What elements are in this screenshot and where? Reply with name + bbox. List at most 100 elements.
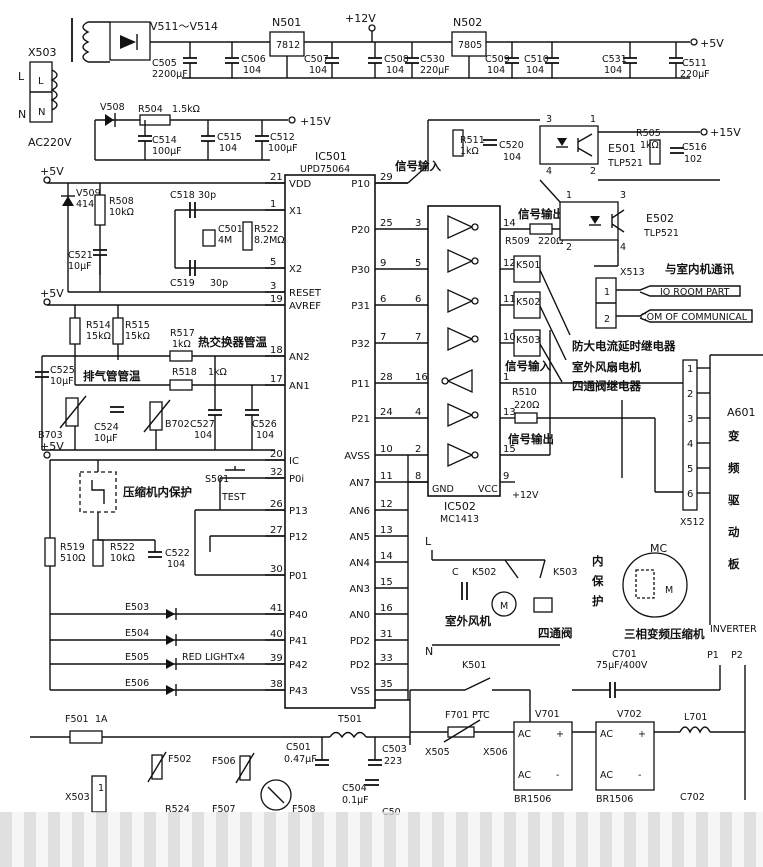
ic502-gnd: GND [432, 484, 454, 495]
ic502-pin-right-13: 13 [503, 407, 516, 418]
r522b-value: 10kΩ [110, 553, 135, 564]
f507-label: F507 [212, 804, 236, 815]
mcu-pin-name-an7: AN7 [349, 478, 370, 489]
outdoor-fan-label-2: 室外风机 [445, 614, 491, 628]
c521-label: C521 [68, 250, 93, 261]
mcu-pin-num-11: 11 [380, 471, 393, 482]
mcu-pin-name-an5: AN5 [349, 532, 370, 543]
s501-label: S501 [205, 474, 229, 485]
r522-label: R522 [254, 224, 279, 235]
led-e506 [166, 685, 175, 695]
f501-value: 1A [95, 714, 108, 725]
mcu-pin-num-17: 17 [270, 374, 283, 385]
mcu-pin-name-pd2: PD2 [350, 660, 370, 671]
x512-pin-2: 2 [687, 389, 693, 400]
thermistor-b703 [65, 397, 79, 427]
c530-label: C530 [420, 54, 445, 65]
c519-label: C519 [170, 278, 195, 289]
delay-relay-label: 防大电流延时继电器 [572, 339, 676, 353]
thermistor-section: +5V R514 15kΩ R515 15kΩ R517 1kΩ 热交换器管温 … [35, 287, 285, 451]
protection-test-led-section: +5V 压缩机内保护 S501 TEST R519 510Ω R522 10kΩ… [40, 440, 285, 696]
mcu-pin-num-9: 9 [380, 258, 386, 269]
mcu-pin-num-32: 32 [270, 467, 283, 478]
svg-text:1: 1 [604, 287, 610, 298]
v702-minus: - [638, 770, 641, 781]
io-room-wire [616, 285, 741, 297]
c524-value: 10μF [94, 433, 118, 444]
c527-label: C527 [190, 419, 215, 430]
mcu-pin-name-an1: AN1 [289, 381, 310, 392]
c518-value: 30p [198, 190, 216, 201]
compressor-label: 三相变频压缩机 [624, 627, 705, 641]
mcu-pin-name-p32: P32 [351, 339, 370, 350]
ic502-pin-left-7: 7 [415, 332, 421, 343]
c505-value: 2200μF [152, 69, 188, 80]
mcu-pin-num-19: 19 [270, 294, 283, 305]
c525-value: 10μF [50, 376, 74, 387]
c508-label: C508 [384, 54, 409, 65]
mcu-pin-num-15: 15 [380, 577, 393, 588]
c515-value: 104 [219, 143, 237, 154]
v702-ac2: AC [600, 770, 613, 781]
reg-7812-label: 7812 [276, 40, 300, 51]
ic501-part: UPD75064 [300, 164, 350, 175]
c508-value: 104 [386, 65, 404, 76]
mcu-pin-num-18: 18 [270, 345, 283, 356]
mcu-pin-name-an0: AN0 [349, 610, 370, 621]
v508-label: V508 [100, 102, 125, 113]
c520-value: 104 [503, 152, 521, 163]
signal-input-label-top: 信号输入 [395, 159, 441, 173]
c507-label: C507 [304, 54, 329, 65]
r515-resistor [112, 317, 124, 345]
c514-value: 100μF [152, 146, 182, 157]
v701-minus: - [556, 770, 559, 781]
mcu-pin-name-p40: P40 [289, 610, 308, 621]
c501-xtal-value: 4M [218, 235, 232, 246]
mcu-pin-num-40: 40 [270, 629, 283, 640]
c520-label: C520 [499, 140, 524, 151]
c527-value: 104 [194, 430, 212, 441]
x503-bottom-connector [91, 775, 107, 813]
c522-label: C522 [165, 548, 190, 559]
l701-label: L701 [684, 712, 707, 723]
b703-label: B703 [38, 430, 63, 441]
outdoor-fan-motor [491, 591, 517, 617]
n501-label: N501 [272, 16, 301, 29]
mcu-pin-name-p30: P30 [351, 265, 370, 276]
r508-value: 10kΩ [109, 207, 134, 218]
mcu-pin-num-41: 41 [270, 603, 283, 614]
c501-filter-value: 0.47μF [284, 754, 317, 765]
crystal-c501 [202, 229, 216, 247]
c507-value: 104 [309, 65, 327, 76]
mcu-pin-num-13: 13 [380, 525, 393, 536]
v702-ac1: AC [600, 729, 613, 740]
k503-coil-label: K503 [516, 335, 540, 346]
ic502-pin-left-4: 4 [415, 407, 421, 418]
mcu-pin-num-10: 10 [380, 444, 393, 455]
c521-value: 10μF [68, 261, 92, 272]
plus5v-c-label: +5V [40, 440, 64, 453]
f502-label: F502 [168, 754, 192, 765]
board-label-char-0: 变 [728, 429, 740, 443]
board-label-char-2: 驱 [728, 493, 740, 507]
r509-resistor [529, 223, 553, 235]
mains-n-label: N [18, 108, 26, 121]
x503-pin-n: N [38, 107, 45, 118]
mcu-pin-name-an6: AN6 [349, 506, 370, 517]
opto-plus15-label: +15V [710, 126, 741, 139]
ic502-pin-left-5: 5 [415, 258, 421, 269]
e502-label: E502 [646, 212, 674, 225]
r505-resistor [649, 139, 661, 165]
svg-text:2: 2 [604, 314, 610, 325]
c510-label: C510 [524, 54, 549, 65]
r514-resistor [69, 317, 81, 345]
r522b-label: R522 [110, 542, 135, 553]
r508-resistor [94, 194, 106, 226]
com-communical-label: COM OF COMMUNICAL [640, 312, 748, 323]
compressor-m: M [665, 585, 673, 596]
r515-value: 15kΩ [125, 331, 150, 342]
led-e504 [166, 635, 175, 645]
plus5v-a-label: +5V [40, 165, 64, 178]
